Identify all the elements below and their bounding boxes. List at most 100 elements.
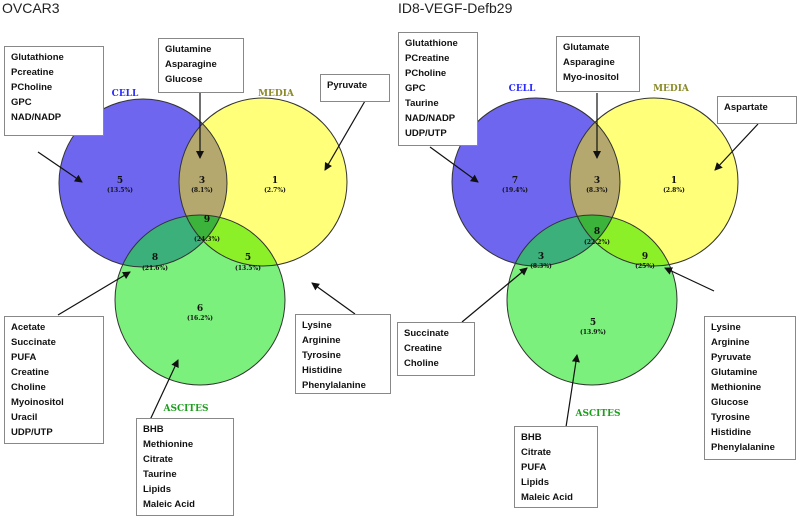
metabolite-label: Methionine — [711, 382, 762, 393]
callout-media-ascites: Lysine Arginine Pyruvate Glutamine Methi… — [704, 316, 796, 460]
metabolite-label: Creatine — [11, 367, 50, 378]
cell-only-count: 5 — [117, 176, 123, 186]
callout-media-ascites: Lysine Arginine Tyrosine Histidine Pheny… — [295, 314, 391, 394]
cell-ascites-overlap — [507, 215, 620, 266]
metabolite-label: Lipids — [521, 477, 549, 488]
metabolite-label: Glucose — [165, 74, 203, 85]
cell-only-pct: (19.4%) — [502, 187, 528, 194]
metabolite-label: Asparagine — [165, 59, 217, 70]
cell-media-count: 3 — [594, 176, 600, 186]
metabolite-label: Phenylalanine — [302, 380, 366, 391]
metabolite-label: Tyrosine — [302, 350, 341, 361]
media-ascites-overlap — [570, 215, 677, 266]
media-ascites-overlap — [179, 215, 285, 266]
arrow — [149, 359, 179, 421]
metabolite-label: Glutathione — [405, 38, 458, 49]
media-only-pct: (2.7%) — [264, 187, 286, 194]
media-ascites-pct: (13.5%) — [235, 265, 261, 272]
metabolite-label: Taurine — [405, 98, 439, 109]
metabolite-label: Uracil — [11, 412, 38, 423]
metabolite-label: GPC — [11, 97, 32, 108]
cell-label: CELL — [509, 84, 536, 94]
metabolite-label: Asparagine — [563, 57, 615, 68]
media-only-count: 1 — [671, 176, 677, 186]
arrow — [664, 267, 715, 292]
panel-title-left: OVCAR3 — [2, 0, 60, 16]
ascites-only-count: 6 — [197, 304, 203, 314]
metabolite-label: Tyrosine — [711, 412, 750, 423]
callout-cell-only: Glutathione PCreatine PCholine GPC Tauri… — [398, 32, 478, 146]
callout-cell-media: Glutamine Asparagine Glucose — [158, 38, 244, 93]
ascites-only-pct: (13.9%) — [580, 329, 606, 336]
cell-only-pct: (13.5%) — [107, 187, 133, 194]
metabolite-label: Glucose — [711, 397, 749, 408]
metabolite-label: Histidine — [302, 365, 343, 376]
callout-ascites-only: BHB Methionine Citrate Taurine Lipids Ma… — [136, 418, 234, 516]
metabolite-label: Maleic Acid — [143, 499, 195, 510]
media-label: MEDIA — [258, 89, 295, 99]
arrow — [57, 271, 131, 316]
venn-right: CELL MEDIA ASCITES 7 (19.4%) 3 (8.3%) 1 … — [429, 84, 759, 428]
metabolite-label: Glutamine — [165, 44, 212, 55]
cell-ascites-count: 8 — [152, 253, 158, 263]
metabolite-label: Myo-inositol — [563, 72, 619, 83]
metabolite-label: Arginine — [711, 337, 750, 348]
callout-cell-ascites: Acetate Succinate PUFA Creatine Choline … — [4, 316, 104, 444]
all-three-pct: (24.3%) — [194, 236, 220, 243]
all-three-count: 8 — [594, 227, 600, 237]
metabolite-label: PCreatine — [405, 53, 450, 64]
arrow — [311, 282, 356, 315]
media-ascites-pct: (25%) — [635, 263, 655, 270]
callout-media-only: Pyruvate — [320, 74, 390, 102]
arrow — [324, 100, 366, 171]
cell-ascites-pct: (8.3%) — [530, 263, 552, 270]
metabolite-label: PCholine — [11, 82, 53, 93]
metabolite-label: Taurine — [143, 469, 177, 480]
metabolite-label: Succinate — [404, 328, 449, 339]
metabolite-label: Myoinositol — [11, 397, 64, 408]
media-ascites-count: 9 — [642, 252, 648, 262]
callout-cell-media: Glutamate Asparagine Myo-inositol — [556, 36, 640, 92]
arrow — [565, 354, 580, 428]
cell-media-pct: (8.3%) — [586, 187, 608, 194]
callout-ascites-only: BHB Citrate PUFA Lipids Maleic Acid — [514, 426, 598, 508]
metabolite-label: NAD/NADP — [405, 113, 456, 124]
metabolite-label: Citrate — [521, 447, 552, 458]
metabolite-label: Choline — [11, 382, 46, 393]
cell-label: CELL — [112, 89, 139, 99]
metabolite-label: Succinate — [11, 337, 56, 348]
metabolite-label: Pyruvate — [711, 352, 752, 363]
metabolite-label: Aspartate — [724, 102, 768, 113]
media-only-count: 1 — [272, 176, 278, 186]
ascites-label: ASCITES — [163, 404, 209, 414]
arrow — [714, 123, 759, 171]
metabolite-label: Arginine — [302, 335, 341, 346]
arrow — [461, 267, 528, 323]
metabolite-label: Lipids — [143, 484, 171, 495]
metabolite-label: Maleic Acid — [521, 492, 573, 503]
metabolite-label: BHB — [521, 432, 542, 443]
cell-ascites-overlap — [115, 215, 227, 267]
media-only-pct: (2.8%) — [663, 187, 685, 194]
metabolite-label: Citrate — [143, 454, 174, 465]
metabolite-label: Glutamate — [563, 42, 610, 53]
metabolite-label: Histidine — [711, 427, 752, 438]
metabolite-label: Pcreatine — [11, 67, 54, 78]
callout-media-only: Aspartate — [717, 96, 797, 124]
media-ascites-count: 5 — [245, 253, 251, 263]
metabolite-label: Choline — [404, 358, 439, 369]
ascites-only-pct: (16.2%) — [187, 315, 213, 322]
metabolite-label: Pyruvate — [327, 80, 368, 91]
metabolite-label: Glutathione — [11, 52, 64, 63]
metabolite-label: Acetate — [11, 322, 46, 333]
callout-cell-only: Glutathione Pcreatine PCholine GPC NAD/N… — [4, 46, 104, 136]
metabolite-label: Lysine — [302, 320, 332, 331]
metabolite-label: UDP/UTP — [405, 128, 447, 139]
venn-left: CELL MEDIA ASCITES 5 (13.5%) 3 (8.1%) 1 … — [37, 89, 366, 421]
callout-cell-ascites: Succinate Creatine Choline — [397, 322, 475, 376]
metabolite-label: Methionine — [143, 439, 194, 450]
metabolite-label: PCholine — [405, 68, 447, 79]
ascites-label: ASCITES — [575, 409, 621, 419]
cell-ascites-pct: (21.6%) — [142, 265, 168, 272]
